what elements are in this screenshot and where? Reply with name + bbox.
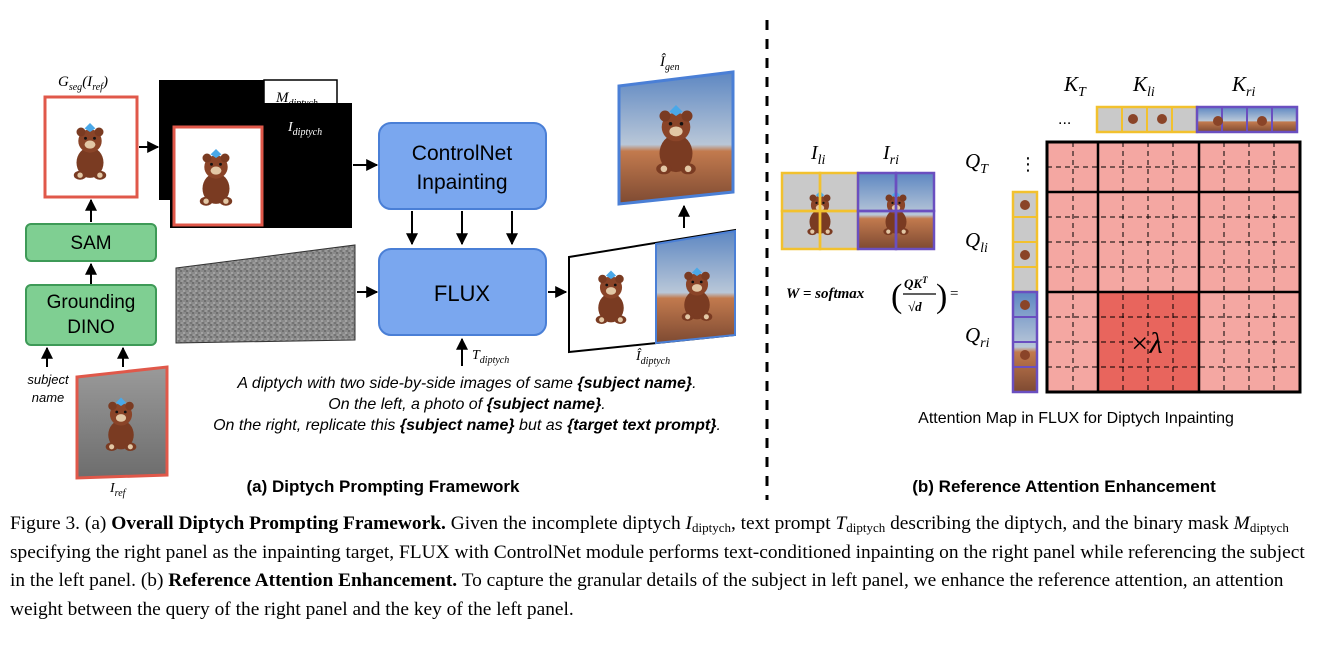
figure-diagram: Gseg(Iref) Mdiptych Idiptych ControlNet …	[25, 20, 1302, 500]
kt-label: KT	[1063, 72, 1087, 100]
query-patch-strip	[1011, 190, 1039, 394]
svg-text:SAM: SAM	[70, 233, 111, 254]
svg-text:(: (	[891, 278, 902, 315]
svg-text:QKT: QKT	[904, 275, 928, 291]
attention-formula: W = softmax ( QKT √d ) =	[786, 275, 958, 315]
reference-photo	[75, 365, 169, 480]
k-ellipsis: ...	[1058, 111, 1071, 128]
sam-box: SAM	[25, 223, 157, 262]
svg-text:ControlNet: ControlNet	[412, 142, 513, 165]
svg-text:Inpainting: Inpainting	[416, 171, 507, 194]
kri-label: Kri	[1231, 72, 1255, 100]
svg-text:W = softmax: W = softmax	[786, 286, 865, 302]
ili-label: Ili	[810, 142, 826, 168]
idiptych-label: Idiptych	[287, 120, 322, 138]
igen-label: Îgen	[659, 53, 679, 73]
output-diptych-image	[568, 228, 736, 354]
qri-label: Qri	[965, 323, 990, 351]
svg-text:On the right, replicate this {: On the right, replicate this {subject na…	[213, 417, 721, 434]
key-patch-strip	[1095, 105, 1299, 134]
figure-caption: Figure 3. (a) Overall Diptych Prompting …	[10, 513, 1305, 620]
generated-image	[617, 70, 735, 206]
qt-label: QT	[965, 149, 989, 177]
panel-b-title: (b) Reference Attention Enhancement	[912, 477, 1216, 496]
svg-text:FLUX: FLUX	[434, 281, 491, 306]
gseg-label: Gseg(Iref)	[58, 74, 108, 93]
svg-text:DINO: DINO	[67, 317, 115, 338]
svg-text:=: =	[950, 286, 958, 302]
svg-text:On the left, a photo of {subje: On the left, a photo of {subject name}.	[328, 396, 606, 413]
q-ellipsis: ⋮	[1019, 154, 1037, 174]
incomplete-diptych-image	[170, 103, 352, 228]
flux-box: FLUX	[378, 248, 547, 336]
qli-label: Qli	[965, 228, 988, 256]
iri-label: Iri	[882, 142, 899, 168]
svg-text:√d: √d	[908, 299, 922, 314]
svg-text:A diptych with two side-by-sid: A diptych with two side-by-side images o…	[236, 375, 696, 392]
panel-a-title: (a) Diptych Prompting Framework	[247, 477, 521, 496]
attention-map-caption: Attention Map in FLUX for Diptych Inpain…	[918, 410, 1234, 427]
svg-text:): )	[936, 278, 947, 315]
lambda-label: ×λ	[1129, 327, 1162, 360]
kli-label: Kli	[1132, 72, 1155, 100]
controlnet-inpainting-box: ControlNet Inpainting	[378, 122, 547, 210]
noise-latent-image	[175, 244, 356, 344]
right-panel-patches	[856, 171, 936, 251]
subject-name-label-2: name	[32, 390, 65, 405]
left-panel-patches	[780, 171, 860, 251]
iref-label: Iref	[109, 481, 127, 499]
idiptych-hat-label: Îdiptych	[635, 347, 670, 367]
grounding-dino-box: Grounding DINO	[25, 284, 157, 346]
svg-text:Grounding: Grounding	[47, 292, 136, 313]
subject-name-label: subject	[27, 372, 70, 387]
attention-map: ×λ	[1045, 140, 1302, 394]
diptych-text-prompt: A diptych with two side-by-side images o…	[213, 375, 721, 434]
tdiptych-label: Tdiptych	[472, 348, 509, 366]
segmented-reference-image	[43, 95, 139, 199]
